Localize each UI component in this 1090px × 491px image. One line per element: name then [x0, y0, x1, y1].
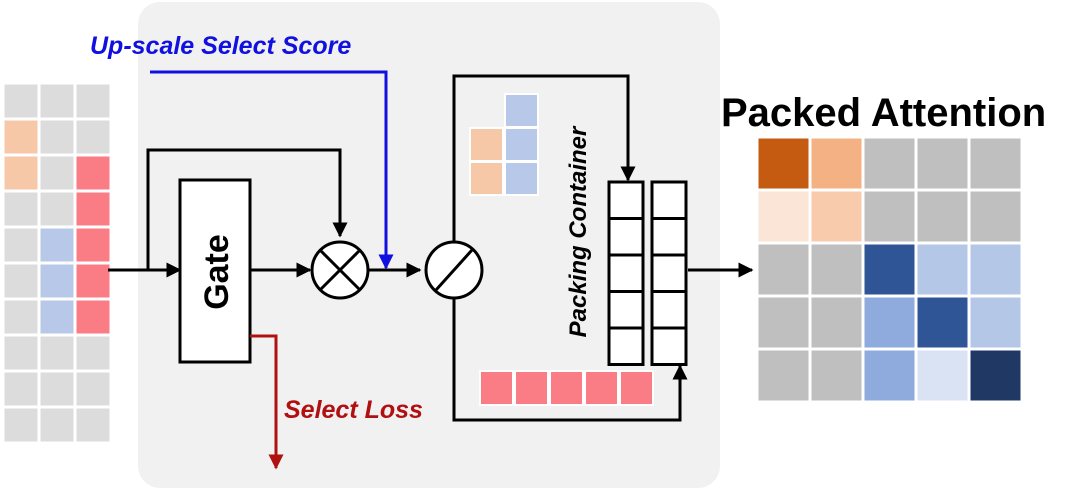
input-grid-cell	[75, 371, 111, 407]
split-upper-branch-arrow	[452, 74, 636, 242]
input-grid-cell	[75, 299, 111, 335]
input-grid-cell	[39, 299, 75, 335]
input-grid-cell	[3, 335, 39, 371]
multiply-icon	[310, 240, 370, 300]
attention-cell	[757, 296, 810, 349]
small-block-pieces	[469, 93, 539, 196]
input-grid-cell	[75, 191, 111, 227]
select-loss-arrow	[250, 334, 284, 470]
input-grid-cell	[75, 227, 111, 263]
attention-cell	[916, 137, 969, 190]
container-cell	[650, 326, 688, 366]
attention-cell	[969, 296, 1022, 349]
blue-piece-cell	[504, 93, 539, 128]
attention-cell	[757, 137, 810, 190]
container-cell	[650, 180, 688, 220]
container-cell	[607, 180, 645, 220]
gate-label: Gate	[198, 234, 236, 310]
input-grid-cell	[39, 371, 75, 407]
input-grid-cell	[39, 155, 75, 191]
attention-cell	[863, 349, 916, 402]
container-cell	[607, 290, 645, 330]
orange-piece-cell	[469, 161, 504, 196]
module-panel	[138, 2, 720, 488]
upscale-select-score-label: Up-scale Select Score	[90, 32, 351, 60]
attention-cell	[969, 243, 1022, 296]
input-grid-cell	[39, 263, 75, 299]
input-grid-cell	[39, 335, 75, 371]
attention-cell	[757, 349, 810, 402]
select-loss-label: Select Loss	[284, 396, 423, 424]
attention-cell	[863, 137, 916, 190]
attention-cell	[969, 190, 1022, 243]
container-cell	[607, 253, 645, 293]
container-cell	[650, 253, 688, 293]
orange-piece-cell	[469, 127, 504, 162]
input-grid-cell	[75, 407, 111, 443]
attention-cell	[810, 349, 863, 402]
input-grid-cell	[3, 191, 39, 227]
skip-connection-arrow	[146, 148, 348, 270]
input-grid-cell	[3, 299, 39, 335]
input-grid-cell	[75, 119, 111, 155]
attention-cell	[810, 296, 863, 349]
input-grid-cell	[75, 155, 111, 191]
attention-cell	[757, 190, 810, 243]
input-grid-cell	[39, 191, 75, 227]
input-grid-cell	[75, 335, 111, 371]
attention-cell	[916, 243, 969, 296]
gate-box	[178, 178, 252, 364]
input-grid-cell	[39, 227, 75, 263]
input-grid-cell	[3, 407, 39, 443]
input-grid-cell	[39, 119, 75, 155]
packed-attention-title: Packed Attention	[721, 91, 1046, 135]
pink-piece-cell	[514, 370, 549, 406]
attention-cell	[969, 137, 1022, 190]
attention-cell	[810, 137, 863, 190]
split-lower-branch-arrow	[452, 298, 688, 422]
attention-cell	[757, 243, 810, 296]
input-grid-cell	[75, 83, 111, 119]
attention-cell	[969, 349, 1022, 402]
attention-cell	[810, 190, 863, 243]
blue-piece-cell	[504, 127, 539, 162]
input-grid-cell	[3, 371, 39, 407]
pink-piece-cell	[479, 370, 514, 406]
input-grid-cell	[75, 263, 111, 299]
attention-cell	[916, 349, 969, 402]
container-cell	[650, 290, 688, 330]
attention-cell	[863, 190, 916, 243]
upscale-arrow	[150, 70, 394, 270]
container-cell	[607, 326, 645, 366]
input-grid-cell	[3, 227, 39, 263]
pink-block-bar	[479, 370, 654, 406]
container-cell	[607, 217, 645, 257]
blue-piece-cell	[504, 161, 539, 196]
attention-cell	[863, 243, 916, 296]
input-grid-cell	[3, 119, 39, 155]
pink-piece-cell	[549, 370, 584, 406]
packed-attention-matrix	[757, 137, 1022, 402]
packing-container-stacks	[607, 180, 688, 366]
container-cell	[650, 217, 688, 257]
input-grid-cell	[39, 83, 75, 119]
input-grid-cell	[3, 263, 39, 299]
input-grid-cell	[3, 83, 39, 119]
attention-cell	[810, 243, 863, 296]
attention-cell	[916, 296, 969, 349]
input-token-grid	[3, 83, 111, 443]
split-icon	[424, 240, 484, 300]
pink-piece-cell	[584, 370, 619, 406]
attention-cell	[916, 190, 969, 243]
pink-piece-cell	[619, 370, 654, 406]
packing-container-label: Packing Container	[565, 125, 592, 337]
attention-cell	[863, 296, 916, 349]
input-grid-cell	[39, 407, 75, 443]
input-grid-cell	[3, 155, 39, 191]
